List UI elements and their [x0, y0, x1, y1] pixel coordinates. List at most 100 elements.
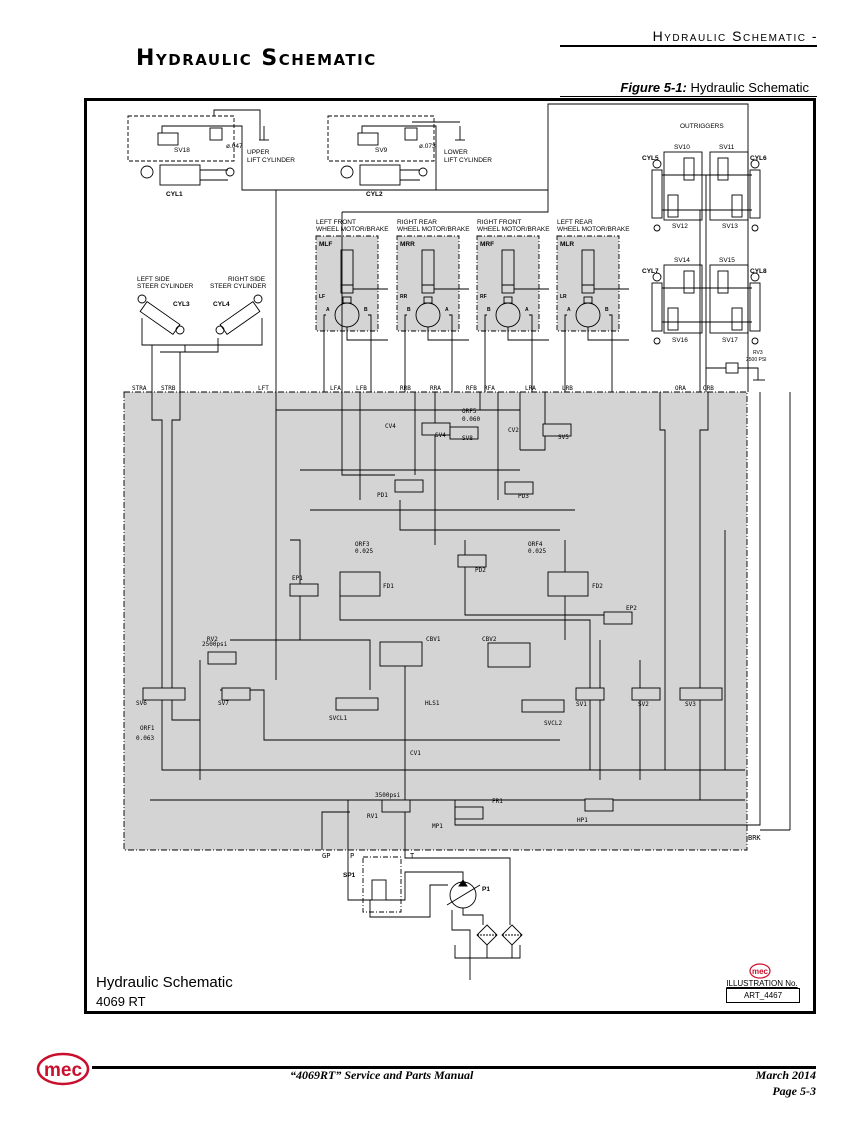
footer-rule	[92, 1066, 816, 1069]
port-orb: ORB	[703, 385, 714, 392]
port-strb: STRB	[161, 385, 176, 392]
upper-lift-label-2: LIFT CYLINDER	[247, 157, 295, 164]
motor-code: MRR	[400, 241, 415, 248]
figure-title: Hydraulic Schematic	[690, 80, 810, 95]
cbv1-label: CBV1	[426, 636, 441, 643]
sv5-label: SV5	[558, 434, 569, 441]
right-steer-label-1: RIGHT SIDE	[228, 276, 266, 283]
mec-logo: mec	[36, 1052, 90, 1086]
svcl1-valve	[335, 697, 379, 711]
sv18-valve	[157, 132, 179, 146]
port-rfa: RFA	[484, 385, 495, 392]
svcl2-valve	[521, 699, 565, 713]
pd1-label: PD1	[377, 492, 388, 499]
hp1-valve	[584, 798, 614, 812]
ep2-label: EP2	[626, 605, 637, 612]
port-lrb: LRB	[562, 385, 573, 392]
fd1-label: FD1	[383, 583, 394, 590]
sv10-label: SV10	[674, 144, 690, 151]
sv9-label: SV9	[375, 147, 388, 154]
pd3-valve	[504, 481, 534, 495]
cyl4-label: CYL4	[213, 301, 230, 308]
sv17-label: SV17	[722, 337, 738, 344]
motor-label-2: WHEEL MOTOR/BRAKE	[477, 226, 550, 233]
orf5-size: 0.060	[462, 416, 480, 423]
sv13-label: SV13	[722, 223, 738, 230]
motor-port-a: B	[487, 307, 491, 313]
upper-lift-group: SV18 ø.047 UPPER LIFT CYLINDER CYL1	[127, 109, 548, 198]
cyl5-label: CYL5	[642, 155, 659, 162]
rv3-label: RV3	[753, 350, 763, 356]
orifice-box	[209, 127, 223, 141]
cyl1-body	[159, 164, 201, 186]
motor-port-b: A	[525, 307, 529, 313]
figure-rule	[560, 96, 817, 97]
port-brk: BRK	[748, 834, 761, 842]
outriggers-group: OUTRIGGERS SV10 SV11 SV12 SV13 SV14 SV15…	[642, 123, 767, 392]
cv4-label: CV4	[385, 423, 396, 430]
sv2-label: SV2	[638, 701, 649, 708]
rv2-label: RV2	[207, 636, 218, 643]
motor-label-1: RIGHT FRONT	[477, 219, 521, 226]
port-ora: ORA	[675, 385, 686, 392]
cv2-label: CV2	[508, 427, 519, 434]
port-rra: RRA	[430, 385, 441, 392]
left-steer-label-2: STEER CYLINDER	[137, 283, 194, 290]
rv1-label: RV1	[367, 813, 378, 820]
sv8-valve	[449, 426, 479, 440]
page-title: Hydraulic Schematic	[136, 46, 377, 71]
motor-label-2: WHEEL MOTOR/BRAKE	[397, 226, 470, 233]
motor-port-b: B	[364, 307, 368, 313]
footer-date: March 2014	[755, 1068, 816, 1082]
manifold-block	[123, 391, 748, 851]
orifice-047-label: ø.047	[226, 143, 243, 150]
upper-lift-label-1: UPPER	[247, 149, 270, 156]
sv7-valve	[221, 687, 251, 701]
header-rule	[560, 45, 817, 47]
svg-text:mec: mec	[752, 967, 769, 976]
svcl2-label: SVCL2	[544, 720, 562, 727]
port-stra: STRA	[132, 385, 147, 392]
cyl1-label: CYL1	[166, 191, 183, 198]
rv1-valve	[381, 799, 411, 813]
sv14-label: SV14	[674, 257, 690, 264]
outriggers-title: OUTRIGGERS	[680, 123, 724, 130]
motor-code: MLR	[560, 241, 574, 248]
orf1-label: ORF1	[140, 725, 155, 732]
rv2-valve	[207, 651, 237, 665]
pd3-label: PD3	[518, 493, 529, 500]
sv1-label: SV1	[576, 701, 587, 708]
motor-port: LF	[319, 294, 325, 300]
motor-port: LR	[560, 294, 567, 300]
orf3-size: 0.025	[355, 548, 373, 555]
legend-title: Hydraulic Schematic	[96, 974, 233, 991]
orf3-label: ORF3	[355, 541, 370, 548]
sv18-dashed-box	[127, 115, 235, 162]
cyl1-rod-eye	[225, 167, 235, 177]
cyl8-label: CYL8	[750, 268, 767, 275]
motor-label-2: WHEEL MOTOR/BRAKE	[557, 226, 630, 233]
motor-label-1: LEFT REAR	[557, 219, 593, 226]
hydraulic-schematic: SV18 ø.047 UPPER LIFT CYLINDER CYL1 SV9 …	[123, 103, 791, 980]
sv7-label: SV7	[218, 700, 229, 707]
cyl2-eye	[340, 165, 354, 179]
motor-port-a: A	[326, 307, 330, 313]
fd1-block	[339, 571, 381, 597]
cyl2-body	[359, 164, 401, 186]
motor-port: RR	[400, 294, 408, 300]
sv2-valve	[631, 687, 661, 701]
mec-logo-small: mec	[749, 963, 771, 979]
sv6-label: SV6	[136, 700, 147, 707]
port-p: P	[350, 852, 354, 860]
pd2-label: PD2	[475, 567, 486, 574]
orifice-073-label: ø.073	[419, 143, 436, 150]
running-header: Hydraulic Schematic -	[652, 28, 818, 44]
orf4-size: 0.025	[528, 548, 546, 555]
right-steer-label-2: STEER CYLINDER	[210, 283, 267, 290]
port-lfa: LFA	[330, 385, 341, 392]
